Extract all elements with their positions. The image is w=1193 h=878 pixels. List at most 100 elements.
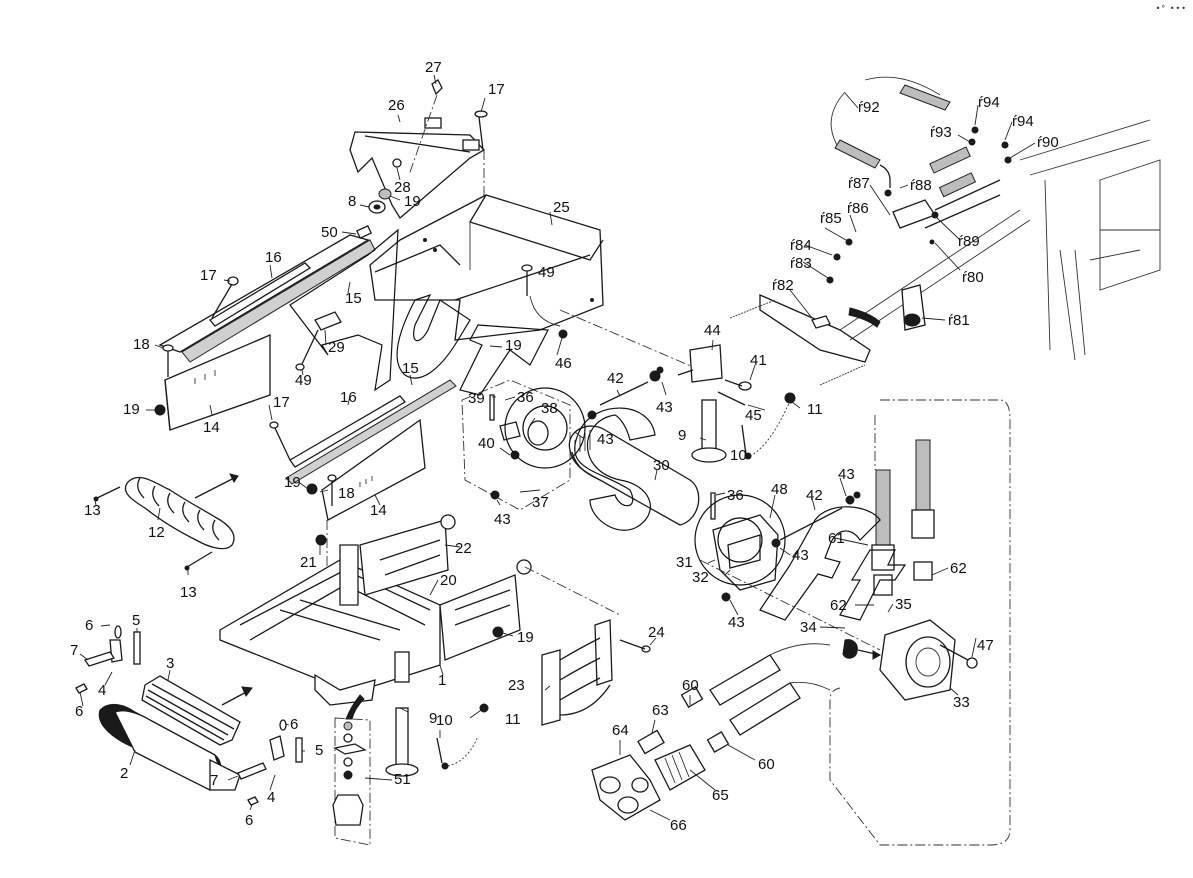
- callout-30: 30: [653, 457, 670, 474]
- callout-83: ŕ83: [790, 255, 812, 272]
- callout-4: 4: [267, 789, 275, 806]
- callout-60: 60: [758, 756, 775, 773]
- callout-36: 36: [727, 487, 744, 504]
- clip-29: [314, 311, 342, 331]
- callout-89: ŕ89: [958, 233, 980, 250]
- callout-33: 33: [953, 694, 970, 711]
- callout-94: ŕ94: [978, 94, 1000, 111]
- corner-mark: •° •••: [1155, 4, 1187, 13]
- callout-64: 64: [612, 722, 629, 739]
- valve-block-87: [892, 199, 936, 229]
- callout-14: 14: [203, 419, 220, 436]
- callout-50: 50: [321, 224, 338, 241]
- callout-18: 18: [338, 485, 355, 502]
- callout-40: 40: [478, 435, 495, 452]
- blade-15-lower: [285, 379, 457, 485]
- callout-24: 24: [648, 624, 665, 641]
- callout-45: 45: [745, 407, 762, 424]
- callout-87: ŕ87: [848, 175, 870, 192]
- callout-31: 31: [676, 554, 693, 571]
- callout-5: 5: [315, 742, 323, 759]
- strip-16-lower: [289, 395, 406, 468]
- callout-34: 34: [800, 619, 817, 636]
- callout-11: 11: [505, 711, 521, 728]
- hinge-plate: [424, 117, 442, 129]
- callout-20: 20: [440, 572, 457, 589]
- callout-17: 17: [273, 394, 290, 411]
- callout-82: ŕ82: [772, 277, 794, 294]
- guard-23: [541, 619, 651, 726]
- callout-10: 10: [730, 447, 747, 464]
- callout-43: 43: [728, 614, 745, 631]
- callout-46: 46: [555, 355, 572, 372]
- callout-8: 8: [348, 193, 356, 210]
- callout-19: 19: [404, 193, 421, 210]
- cover-assembly: [349, 79, 701, 371]
- callout-19: 19: [284, 474, 301, 491]
- callout-41: 41: [750, 352, 767, 369]
- callout-14: 14: [370, 502, 387, 519]
- callout-37: 37: [532, 494, 549, 511]
- lower-blade-assembly: [269, 379, 457, 660]
- coupler-65: [654, 744, 706, 791]
- callout-43: 43: [838, 466, 855, 483]
- callout-1: 1: [438, 672, 446, 689]
- callout-49: 49: [538, 264, 555, 281]
- upper-hydraulic-lines: [729, 76, 1161, 386]
- callout-90: ŕ90: [1037, 134, 1059, 151]
- callout-19: 19: [505, 337, 522, 354]
- callout-29: 29: [328, 339, 345, 356]
- callout-9: 9: [678, 427, 686, 444]
- callout-19: 19: [517, 629, 534, 646]
- callout-92: ŕ92: [858, 99, 880, 116]
- callout-21: 21: [300, 554, 317, 571]
- bracket-14-lower: [321, 418, 426, 521]
- callout-13: 13: [84, 502, 101, 519]
- upper-blade-assembly: [154, 224, 376, 431]
- callout-43: 43: [656, 399, 673, 416]
- callout-51: 51: [394, 771, 411, 788]
- callout-9: 9: [429, 710, 437, 727]
- watermark-autosoft: [289, 228, 907, 621]
- callout-7: 7: [70, 642, 78, 659]
- callout-labels: 27 17 26 28 19 8 25 50 16 17 15 49 29 18…: [70, 59, 1059, 834]
- nut-19-left: [154, 404, 166, 416]
- bracket-44: [689, 344, 723, 383]
- nut-28: [392, 158, 402, 168]
- callout-12: 12: [148, 524, 165, 541]
- callout-36: 36: [517, 389, 534, 406]
- nut-46: [558, 329, 568, 339]
- callout-4: 4: [98, 682, 106, 699]
- callout-16: 16: [265, 249, 282, 266]
- callout-62: 62: [950, 560, 967, 577]
- callout-3: 3: [166, 655, 174, 672]
- callout-6: 6: [75, 703, 83, 720]
- callout-43: 43: [792, 547, 809, 564]
- callout-2: 2: [120, 765, 128, 782]
- leader-lines: [79, 74, 1036, 821]
- callout-15: 15: [402, 360, 419, 377]
- callout-84: ŕ84: [790, 237, 812, 254]
- side-plate-22: [359, 519, 449, 596]
- callout-17: 17: [200, 267, 217, 284]
- stand-lower: [332, 703, 489, 846]
- callout-17: 17: [488, 81, 505, 98]
- callout-88: ŕ88: [910, 177, 932, 194]
- callout-16: 16: [340, 389, 357, 406]
- side-plate-20: [439, 574, 521, 661]
- callout-47: 47: [977, 637, 994, 654]
- callout-80: ŕ80: [962, 269, 984, 286]
- callout-13: 13: [180, 584, 197, 601]
- callout-27: 27: [425, 59, 442, 76]
- washer-19: [378, 188, 392, 200]
- callout-22: 22: [455, 540, 472, 557]
- nut-19-frame: [492, 626, 504, 638]
- spiral-roller-12: [93, 473, 239, 571]
- blade-15-upper: [181, 239, 376, 363]
- brush-roller-assembly: [75, 625, 303, 806]
- callout-48: 48: [771, 481, 788, 498]
- callout-35: 35: [895, 596, 912, 613]
- callout-94: ŕ94: [1012, 113, 1034, 130]
- callout-26: 26: [388, 97, 405, 114]
- callout-62: 62: [830, 597, 847, 614]
